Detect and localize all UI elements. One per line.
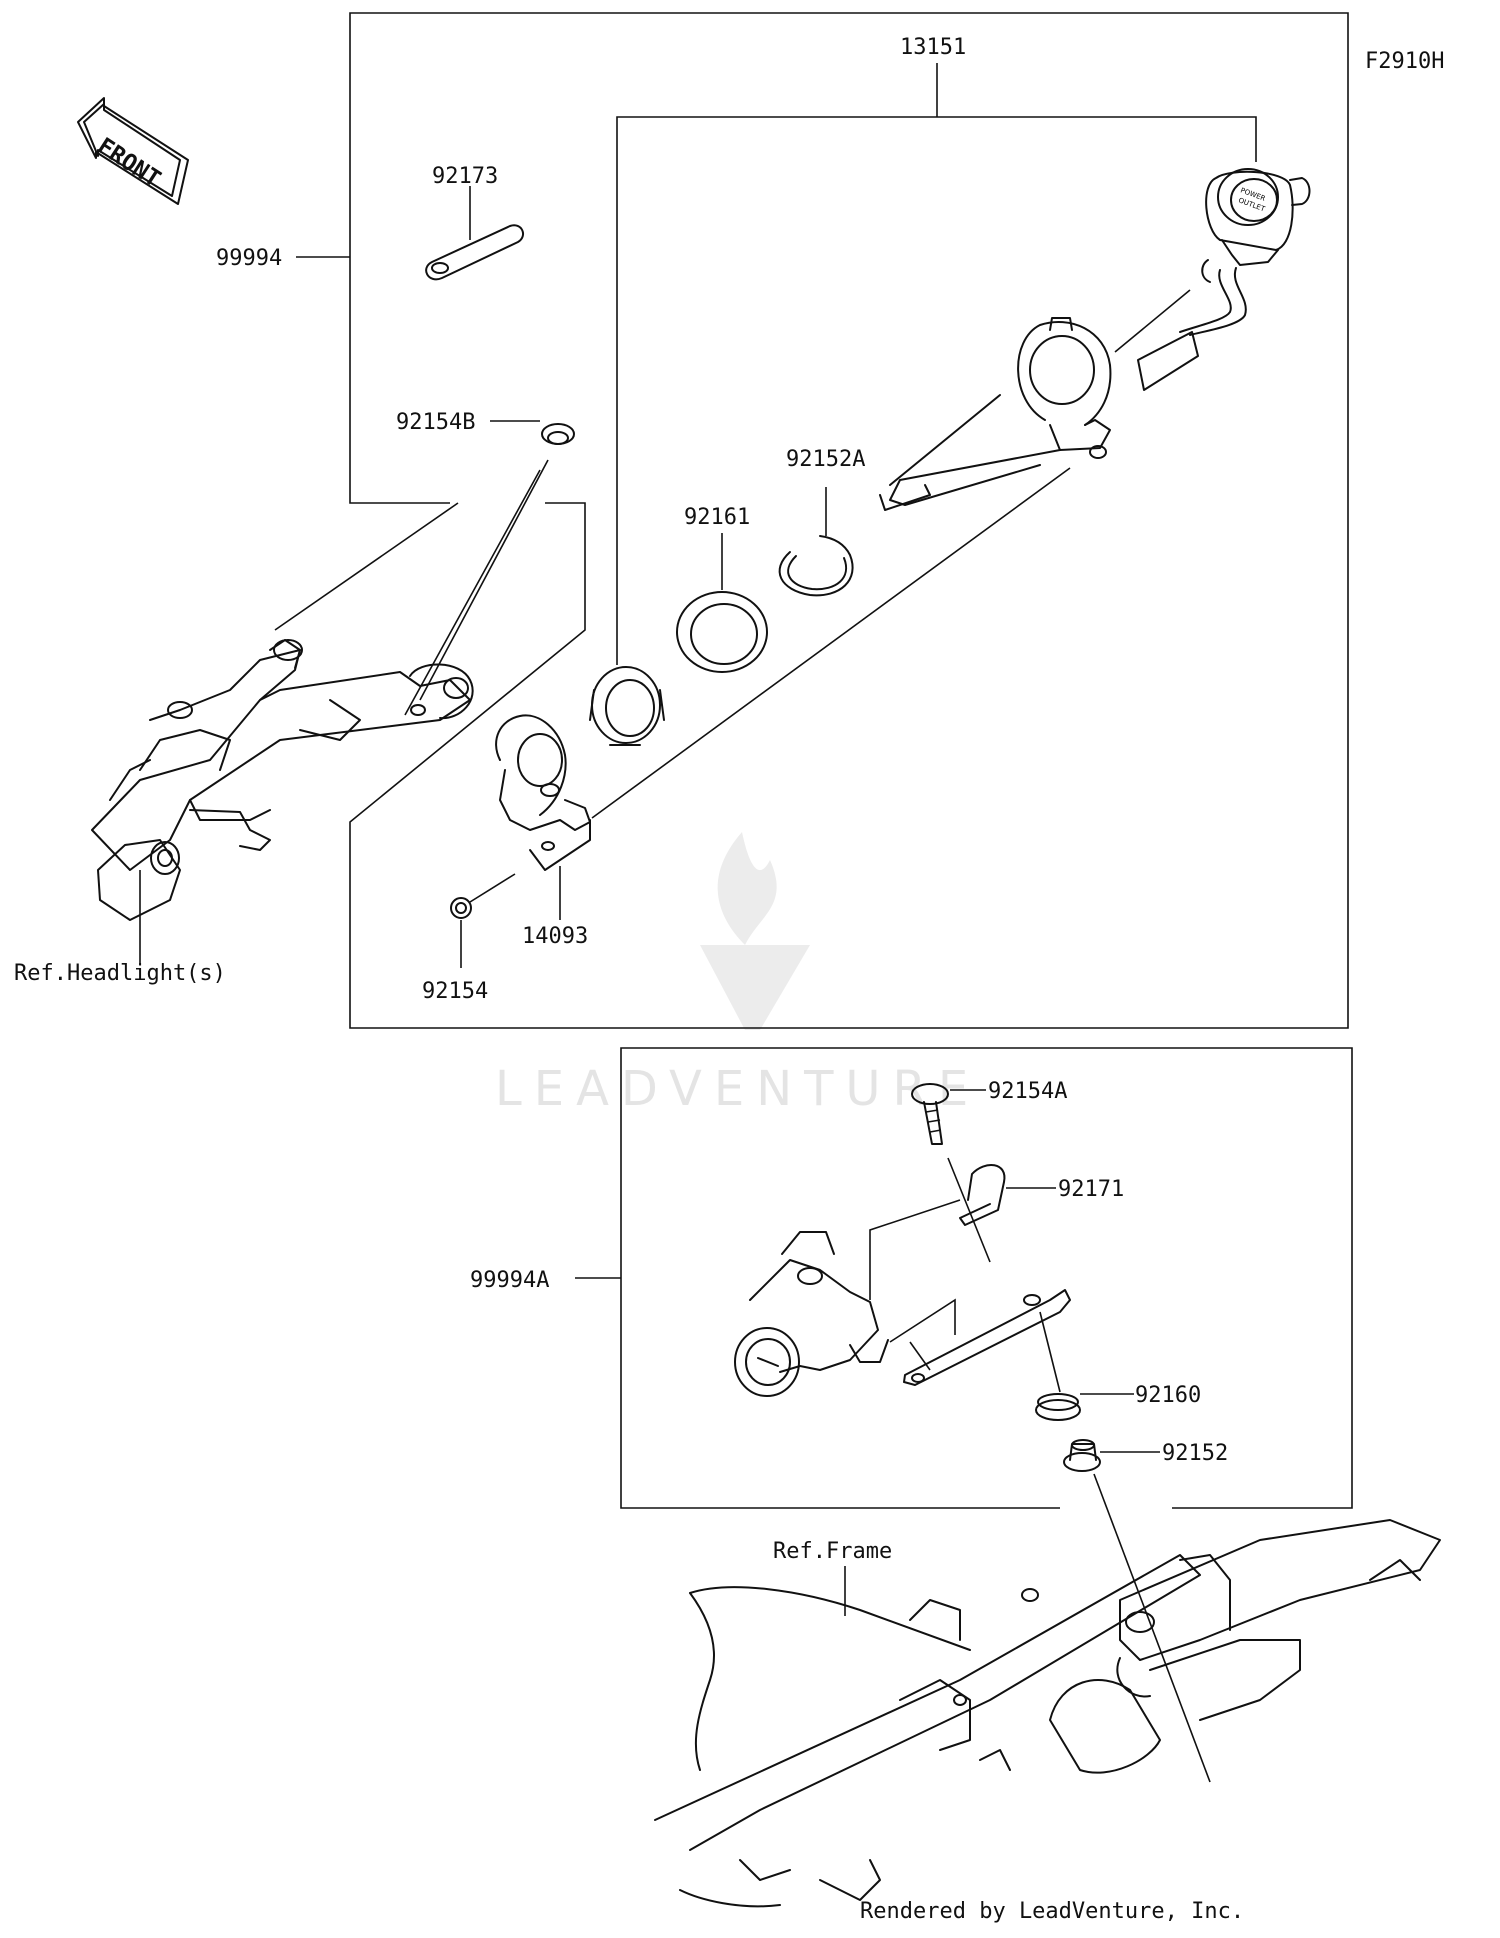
front-direction-badge: FRONT: [77, 97, 189, 205]
label-92160: 92160: [1135, 1383, 1201, 1408]
part-92171-clip: [959, 1164, 1056, 1226]
footer-text: Rendered by LeadVenture, Inc.: [860, 1899, 1244, 1924]
frame-reference: [654, 1519, 1441, 1908]
label-92154A: 92154A: [988, 1079, 1067, 1104]
label-92152A: 92152A: [786, 447, 865, 472]
label-92171: 92171: [1058, 1177, 1124, 1202]
label-13151: 13151: [900, 35, 966, 60]
ignition-switch-assembly: [734, 1199, 1071, 1397]
part-92161-ring: [676, 533, 768, 673]
part-92154-screw: [450, 873, 516, 968]
label-frame-ref: Ref.Frame: [773, 1539, 892, 1564]
label-99994: 99994: [216, 246, 282, 271]
part-92173-plate: [425, 186, 525, 281]
label-99994A: 99994A: [470, 1268, 549, 1293]
part-92152-collar: [1063, 1439, 1211, 1783]
part-14093-switch-housing: [495, 467, 1071, 920]
diagram-code: F2910H: [1365, 49, 1444, 74]
label-92154B: 92154B: [396, 410, 475, 435]
kit-box-99994: [296, 12, 1349, 1029]
part-92160-rubber: [1035, 1311, 1134, 1421]
headlight-bracket-assembly: [91, 502, 474, 965]
part-92152A-circlip: [778, 487, 854, 597]
leadventure-watermark: LEADVENTURE: [495, 832, 980, 1117]
assembly-box-13151: [616, 63, 1257, 665]
label-14093: 14093: [522, 924, 588, 949]
label-92173: 92173: [432, 164, 498, 189]
kit-box-99994A: [575, 1047, 1353, 1509]
label-92154: 92154: [422, 979, 488, 1004]
watermark-text: LEADVENTURE: [495, 1061, 980, 1117]
power-outlet-assembly: POWER OUTLET: [879, 168, 1311, 511]
label-headlight-ref: Ref.Headlight(s): [14, 961, 226, 986]
label-92152: 92152: [1162, 1441, 1228, 1466]
part-92154A-bolt: [911, 1083, 991, 1263]
switch-nut: [589, 666, 665, 746]
label-92161: 92161: [684, 505, 750, 530]
part-92154B-screw: [404, 420, 575, 716]
